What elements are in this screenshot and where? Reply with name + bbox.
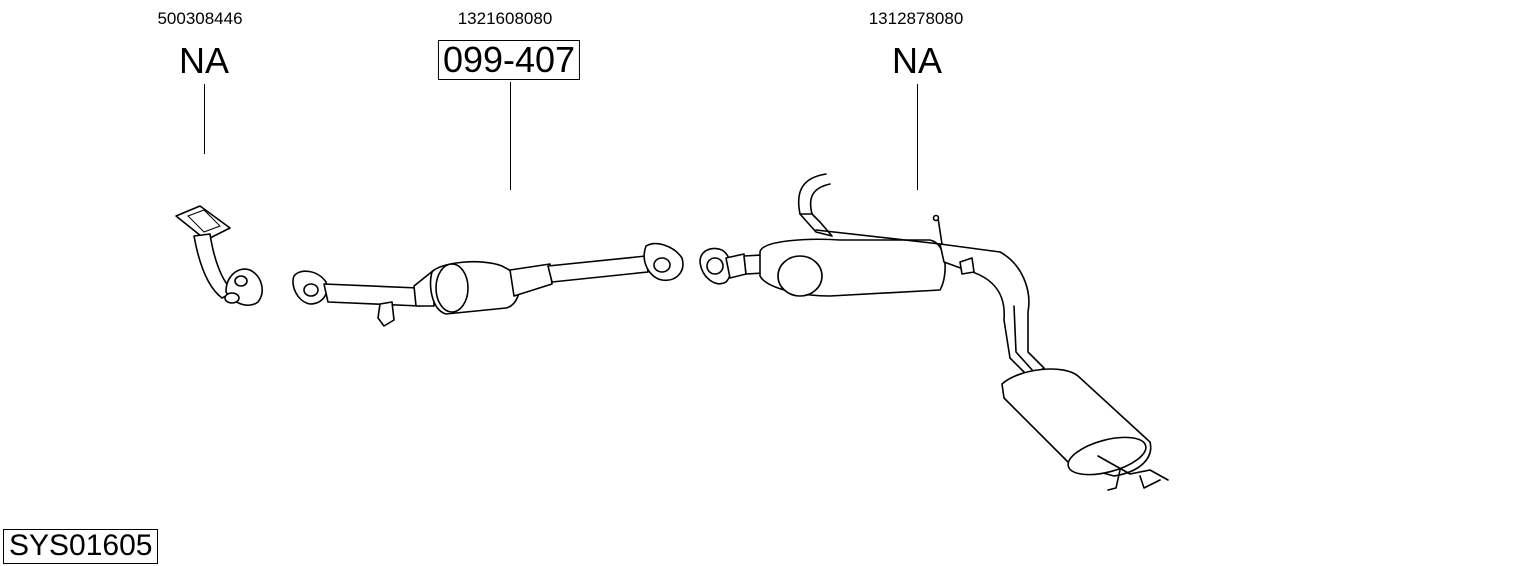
reference-rear-exhaust: NA (891, 40, 943, 81)
leader-line-front-pipe (204, 84, 205, 154)
leader-line-catalytic-converter (510, 82, 511, 190)
reference-front-pipe: NA (178, 40, 230, 81)
front-pipe-drawing (175, 205, 263, 306)
leader-line-rear-exhaust (917, 84, 918, 190)
part-number-front-pipe: 500308446 (157, 9, 243, 28)
part-number-rear-exhaust: 1312878080 (868, 9, 964, 28)
system-code-label: SYS01605 (3, 529, 159, 564)
part-number-catalytic-converter: 1321608080 (457, 9, 553, 28)
catalytic-converter-drawing (292, 242, 684, 327)
rear-exhaust-drawing (699, 173, 1169, 491)
reference-catalytic-converter: 099-407 (437, 40, 581, 80)
